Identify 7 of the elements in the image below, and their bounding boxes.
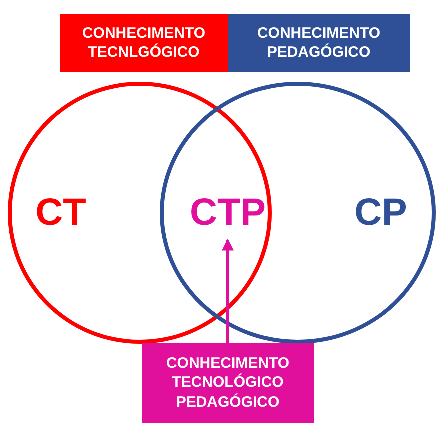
overlap-label: CTP — [188, 190, 268, 236]
arrow — [222, 238, 234, 343]
label-box: CONHECIMENTO PEDAGÓGICO — [228, 14, 410, 72]
label-box: CONHECIMENTO TECNLGÓGICO — [60, 14, 228, 72]
overlap-label: CT — [26, 190, 96, 236]
overlap-label: CP — [346, 190, 416, 236]
label-box: CONHECIMENTO TECNOLÓGICO PEDAGÓGICO — [142, 343, 314, 423]
